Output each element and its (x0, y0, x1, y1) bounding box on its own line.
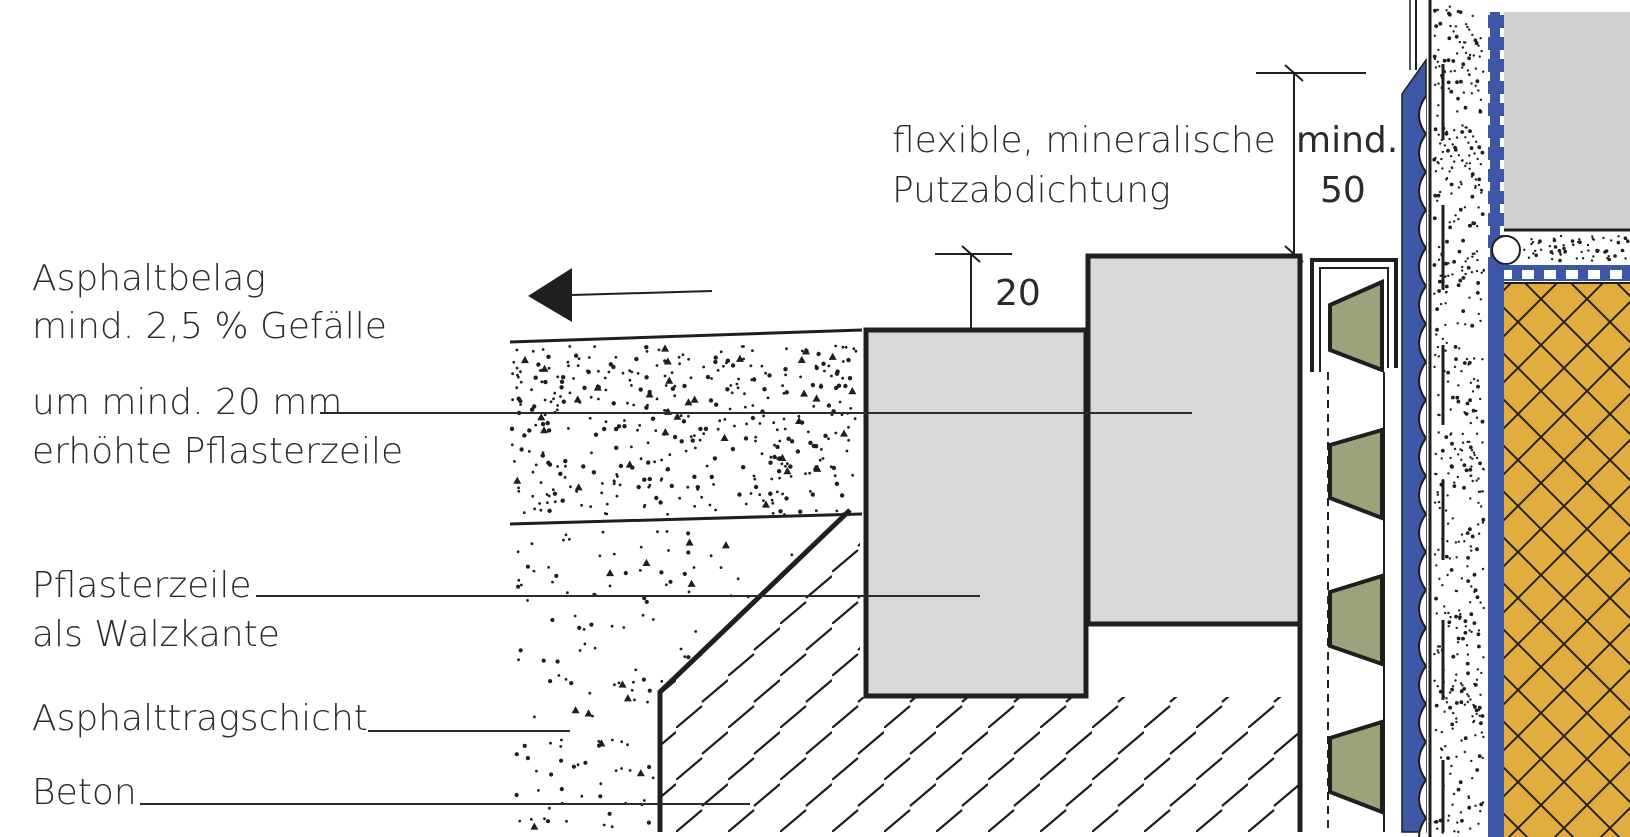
label-pflaster-line2: als Walzkante (32, 614, 280, 655)
drain-block-2 (1328, 427, 1384, 521)
drain-block-3 (1328, 573, 1384, 667)
wall-sealing-upper (1488, 12, 1504, 277)
asphalt-layer-boundary (509, 512, 863, 526)
label-dim-20: 20 (995, 273, 1041, 314)
label-flexible-line1: flexible, mineralische (892, 120, 1276, 161)
membrane-scallops (1418, 95, 1427, 837)
label-beton: Beton (32, 772, 137, 813)
label-dim-50: 50 (1320, 170, 1366, 211)
label-flexible-line2: Putzabdichtung (892, 170, 1171, 211)
drain-block-4 (1328, 719, 1384, 815)
label-dim-mind: mind. (1296, 120, 1398, 161)
asphalt-surface-line (509, 328, 863, 344)
dimension-mind-50 (1256, 64, 1366, 263)
label-asphaltbelag: Asphaltbelag (32, 258, 266, 299)
insulation-layer (1504, 283, 1630, 837)
paver-low (863, 327, 1089, 699)
screed-stipple (1523, 234, 1630, 263)
drain-profile (1310, 258, 1398, 832)
horizontal-sealing (1504, 265, 1630, 281)
dimension-20 (935, 245, 1012, 330)
paver-high (1085, 253, 1303, 627)
label-pflaster-line1: Pflasterzeile (32, 565, 251, 606)
wall-sealing-lower (1488, 270, 1504, 837)
label-asphalttragschicht: Asphalttragschicht (32, 698, 368, 739)
drain-block-1 (1328, 278, 1384, 373)
slab-upper (1504, 12, 1630, 230)
concrete-outline (657, 508, 852, 832)
asphalt-stipple (509, 344, 858, 830)
floor-screed (1504, 233, 1630, 263)
label-gefaelle: mind. 2,5 % Gefälle (32, 306, 387, 347)
concrete-base (660, 510, 1302, 832)
label-erhoeht-line1: um mind. 20 mm (32, 382, 342, 423)
slope-arrow-icon (528, 268, 713, 322)
label-erhoeht-line2: erhöhte Pflasterzeile (32, 431, 403, 472)
